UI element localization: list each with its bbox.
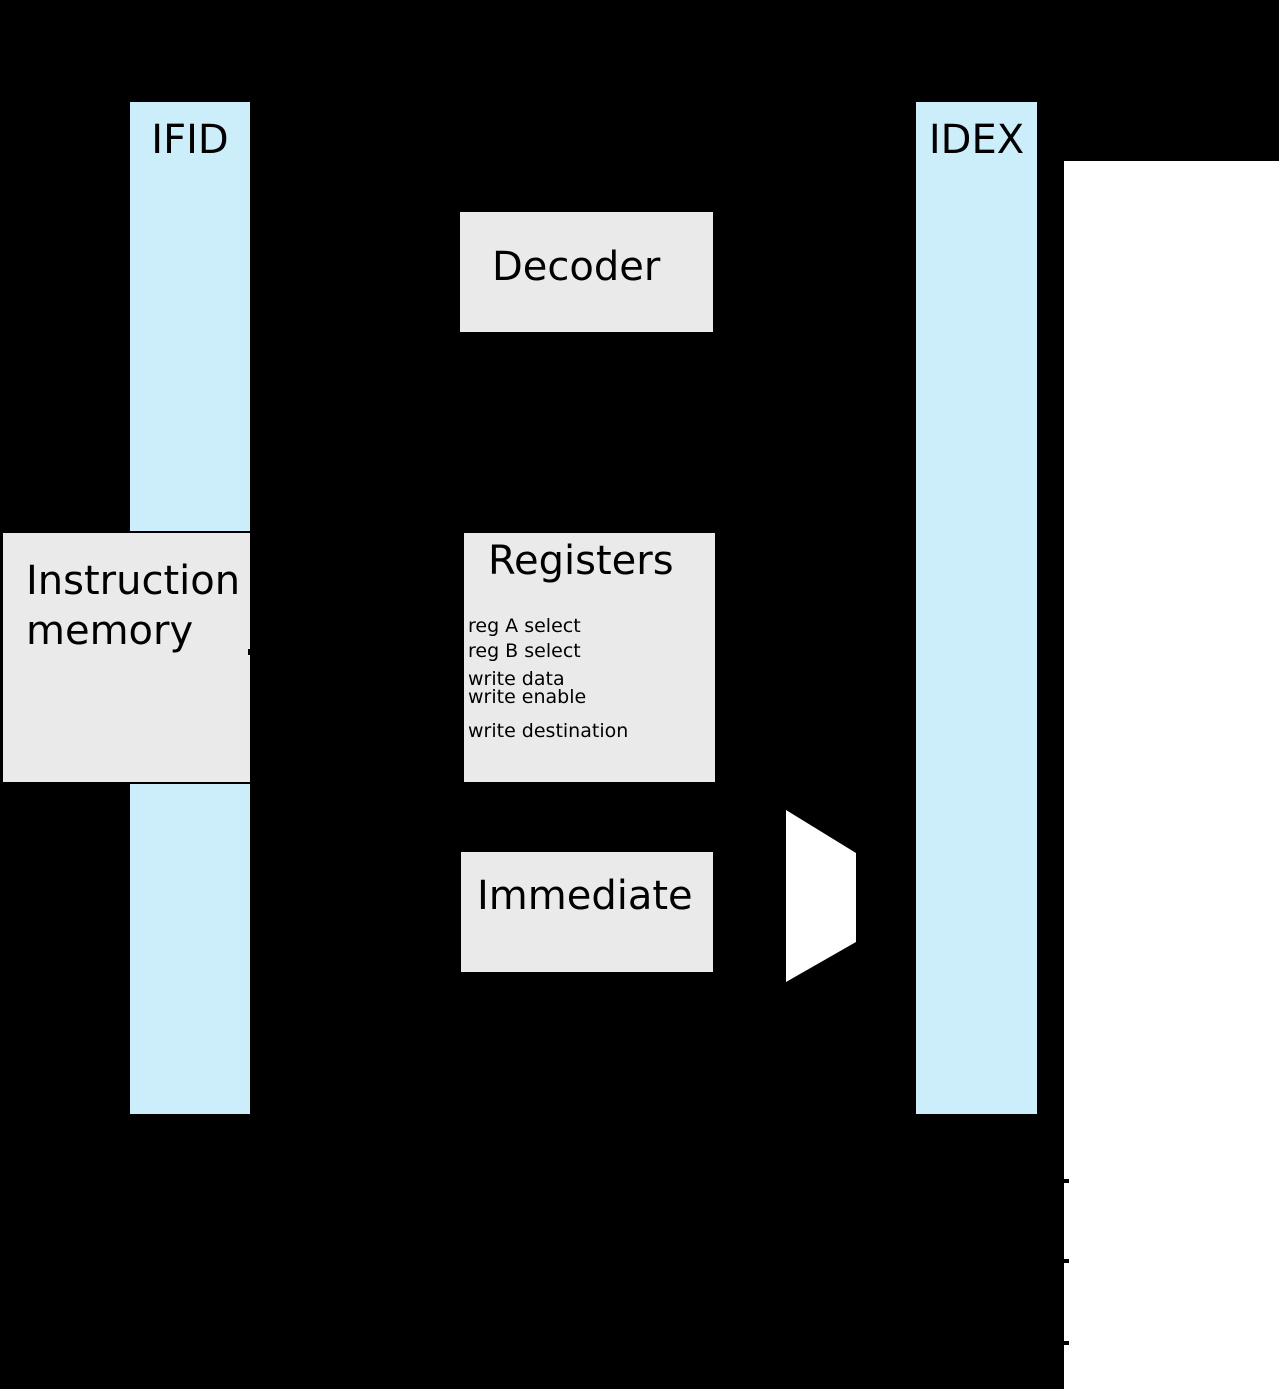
wire-stub-icon bbox=[1064, 1179, 1069, 1183]
ifid-label: IFID bbox=[151, 117, 229, 163]
registers-port-write-data: write data bbox=[468, 668, 565, 690]
instruction-memory-label-line1: Instruction bbox=[26, 558, 241, 604]
decoder-label: Decoder bbox=[492, 244, 661, 290]
registers-port-reg-a-select: reg A select bbox=[468, 615, 581, 637]
instruction-memory-block: Instruction memory bbox=[1, 531, 252, 784]
wire-stub-icon bbox=[1064, 1259, 1069, 1263]
mux-trapezoid-icon bbox=[786, 810, 856, 982]
wire-stub-icon bbox=[248, 649, 253, 655]
instruction-memory-label-line2: memory bbox=[26, 608, 194, 654]
instruction-memory-label: Instruction memory bbox=[26, 556, 250, 656]
wire-stub-icon bbox=[1064, 1341, 1069, 1345]
registers-port-reg-b-select: reg B select bbox=[468, 640, 581, 662]
registers-port-write-enable: write enable bbox=[468, 686, 587, 708]
registers-label: Registers bbox=[488, 538, 674, 584]
immediate-block: Immediate bbox=[459, 850, 715, 974]
immediate-label: Immediate bbox=[477, 873, 693, 919]
decoder-block: Decoder bbox=[458, 210, 715, 334]
idex-pipeline-register-bar: IDEX bbox=[914, 100, 1039, 1116]
registers-block: Registers reg A select reg B select writ… bbox=[462, 531, 717, 784]
registers-port-write-destination: write destination bbox=[468, 720, 629, 742]
idex-label: IDEX bbox=[928, 117, 1025, 163]
next-stage-white-panel bbox=[1064, 161, 1279, 1389]
